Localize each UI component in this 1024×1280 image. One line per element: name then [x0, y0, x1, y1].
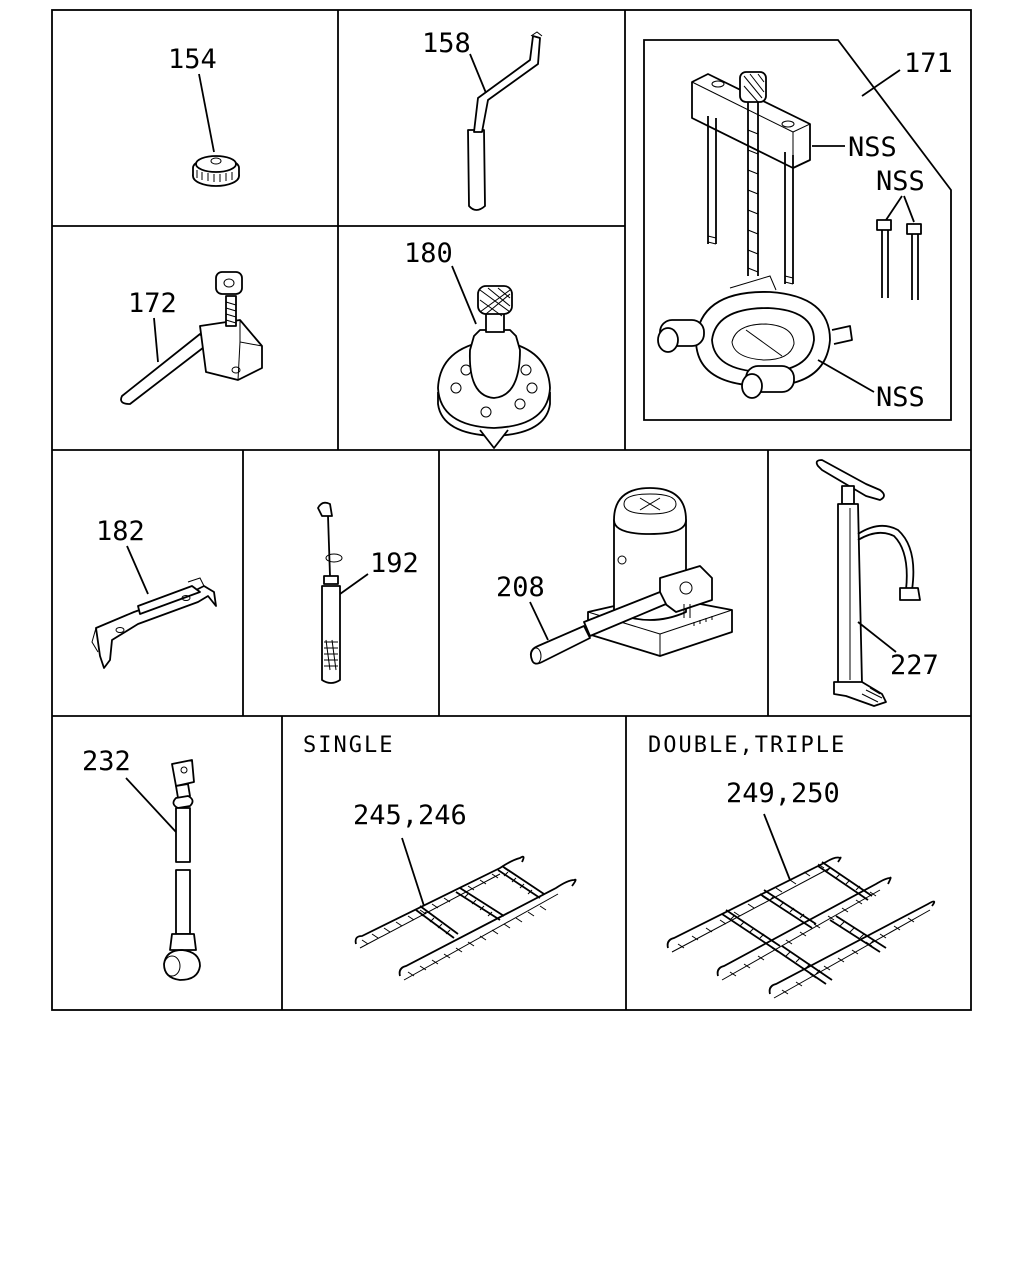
part-208-bottle-jack: [529, 487, 733, 665]
heading-single: SINGLE: [303, 733, 394, 758]
callout-172: 172: [128, 288, 177, 319]
leader-249: [763, 813, 791, 881]
leader-nss-bolts-b: [903, 195, 915, 223]
part-154-knurled-cap: [192, 155, 240, 187]
leader-180: [451, 265, 477, 325]
leader-172: [153, 317, 159, 363]
leader-nss-bolts-a: [885, 195, 903, 221]
callout-180: 180: [404, 238, 453, 269]
callout-nss-top: NSS: [848, 132, 897, 163]
callout-nss-bottom: NSS: [876, 382, 925, 413]
callout-245-246: 245,246: [353, 800, 467, 831]
leader-208: [529, 601, 549, 641]
callout-171: 171: [904, 48, 953, 79]
part-249-250-double-chain: [666, 856, 936, 999]
callout-227: 227: [890, 650, 939, 681]
part-227-tire-pump: [815, 459, 921, 707]
leader-232: [125, 777, 177, 833]
callout-192: 192: [370, 548, 419, 579]
part-171-puller-set: [643, 39, 952, 421]
callout-249-250: 249,250: [726, 778, 840, 809]
leader-182: [126, 545, 149, 595]
leader-227: [857, 621, 897, 653]
leader-nss-bottom: [817, 359, 875, 393]
leader-158: [469, 53, 487, 94]
grid-frame: [51, 9, 972, 1011]
part-232-extension-bar: [163, 759, 201, 981]
leader-192: [339, 573, 369, 595]
callout-nss-bolts: NSS: [876, 166, 925, 197]
part-182-bracket: [91, 577, 217, 669]
part-180-base-tool: [437, 285, 551, 449]
part-245-246-single-chain: [354, 855, 577, 981]
callout-208: 208: [496, 572, 545, 603]
callout-232: 232: [82, 746, 131, 777]
callout-158: 158: [422, 28, 471, 59]
part-158-crank-handle: [467, 31, 543, 211]
callout-182: 182: [96, 516, 145, 547]
part-172-lever-tool: [120, 271, 263, 405]
leader-154: [198, 73, 215, 153]
callout-154: 154: [168, 44, 217, 75]
leader-245: [401, 837, 425, 907]
part-192-gauge: [317, 501, 343, 684]
heading-double-triple: DOUBLE,TRIPLE: [648, 733, 846, 758]
leader-171: [861, 69, 901, 97]
